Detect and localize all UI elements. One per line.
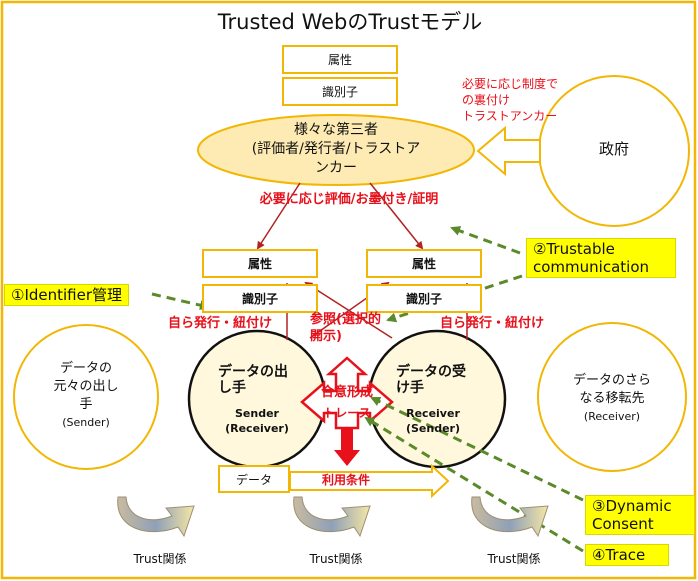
- further-line-3: (Receiver): [583, 410, 641, 423]
- trust-label-left: Trust関係: [133, 552, 187, 566]
- government-note: 必要に応じ制度で の裏付け トラストアンカー: [462, 76, 558, 124]
- origin-circle: [13, 324, 159, 470]
- trust-curve-left: [117, 496, 195, 538]
- right-identifier-label: 識別子: [405, 292, 442, 306]
- further-circle: [537, 322, 687, 472]
- further-line-2: なる移転先: [579, 391, 645, 406]
- identifier-callout: ①Identifier管理: [4, 284, 130, 306]
- consent-label: 合意形成: [320, 385, 373, 400]
- third-party-text: 様々な第三者 (評価者/発行者/トラストア ンカー: [216, 121, 456, 178]
- receiver-text: データの受 け手: [396, 364, 482, 396]
- trustable-line-1: ②Trustable: [533, 240, 615, 258]
- sender-title-2: し手: [218, 380, 246, 397]
- trust-label-middle: Trust関係: [309, 552, 363, 566]
- trace-connector: [364, 416, 584, 553]
- trace-down-arrow: [334, 428, 360, 466]
- trustable-connector-1: [450, 226, 521, 255]
- sender-text: データの出 し手: [218, 364, 304, 396]
- reference-line-2: 開示): [310, 329, 342, 344]
- further-line-1: データのさら: [572, 373, 651, 388]
- identifier-connector: [151, 292, 210, 311]
- terms-arrow: [289, 463, 450, 499]
- left-identifier-box: 識別子: [202, 284, 318, 313]
- third-party-ellipse: [197, 114, 475, 186]
- trustable-connector-2: [386, 274, 523, 323]
- origin-text: データの 元々の出し 手 (Sender): [30, 360, 142, 432]
- receiver-title-2: け手: [396, 380, 424, 397]
- government-arrow: [476, 125, 541, 177]
- origin-line-1: データの: [59, 361, 112, 376]
- sender-role: Sender: [235, 407, 279, 420]
- receiver-role: Receiver: [406, 407, 460, 420]
- trust-curve-middle: [293, 496, 371, 538]
- left-attribute-box: 属性: [202, 249, 318, 278]
- reference-label: 参照(選択的 開示): [310, 311, 381, 345]
- dynamic-line-1: ③Dynamic: [592, 497, 672, 515]
- diagram-title: Trusted WebのTrustモデル: [217, 10, 483, 34]
- origin-line-2: 元々の出し: [53, 379, 119, 394]
- third-party-line-1: 様々な第三者: [294, 122, 378, 138]
- left-identifier-label: 識別子: [241, 292, 278, 306]
- government-note-line-2: の裏付け: [462, 93, 511, 107]
- top-attribute-box: 属性: [282, 45, 398, 74]
- top-attribute-label: 属性: [327, 53, 352, 67]
- trust-curve-right: [471, 496, 549, 538]
- origin-line-4: (Sender): [62, 416, 110, 429]
- reference-line-1: 参照(選択的: [310, 312, 381, 327]
- government-note-line-3: トラストアンカー: [462, 109, 558, 123]
- trustable-line-2: communication: [533, 258, 650, 276]
- right-identifier-box: 識別子: [366, 284, 482, 313]
- sender-alt-role: (Receiver): [225, 422, 289, 435]
- origin-line-3: 手: [79, 397, 93, 412]
- top-identifier-label: 識別子: [321, 85, 358, 99]
- left-attribute-label: 属性: [247, 257, 272, 271]
- government-note-line-1: 必要に応じ制度で: [462, 77, 559, 91]
- dynamic-connector: [370, 396, 584, 502]
- trust-label-right: Trust関係: [487, 552, 541, 566]
- receiver-title-1: データの受: [396, 364, 466, 380]
- trace-callout: ④Trace: [585, 544, 669, 566]
- third-party-line-2: (評価者/発行者/トラストア: [251, 141, 421, 157]
- dynamic-callout: ③Dynamic Consent: [585, 495, 695, 535]
- sender-sub: Sender (Receiver): [207, 406, 307, 436]
- right-attribute-label: 属性: [411, 257, 436, 271]
- eval-arrow-right: [369, 182, 424, 250]
- reference-arrow-2: [304, 281, 393, 339]
- sender-title-1: データの出: [218, 364, 288, 380]
- third-party-line-3: ンカー: [315, 160, 357, 176]
- self-issue-right-label: 自ら発行・紐付け: [440, 316, 545, 331]
- trustable-callout: ②Trustable communication: [526, 238, 676, 278]
- data-label: データ: [235, 472, 272, 487]
- evaluation-label: 必要に応じ評価/お墨付き/証明: [259, 192, 439, 207]
- trace-label: トレース: [323, 406, 371, 420]
- receiver-alt-role: (Sender): [405, 422, 461, 435]
- data-box: データ: [218, 465, 290, 493]
- eval-arrow-left: [256, 182, 301, 250]
- top-identifier-box: 識別子: [282, 77, 398, 106]
- government-label: 政府: [598, 140, 629, 158]
- terms-label: 利用条件: [322, 473, 371, 487]
- receiver-sub: Receiver (Sender): [383, 406, 483, 436]
- self-issue-left-label: 自ら発行・紐付け: [168, 316, 273, 331]
- further-text: データのさら なる移転先 (Receiver): [556, 372, 668, 426]
- dynamic-line-2: Consent: [592, 515, 654, 533]
- right-attribute-box: 属性: [366, 249, 482, 278]
